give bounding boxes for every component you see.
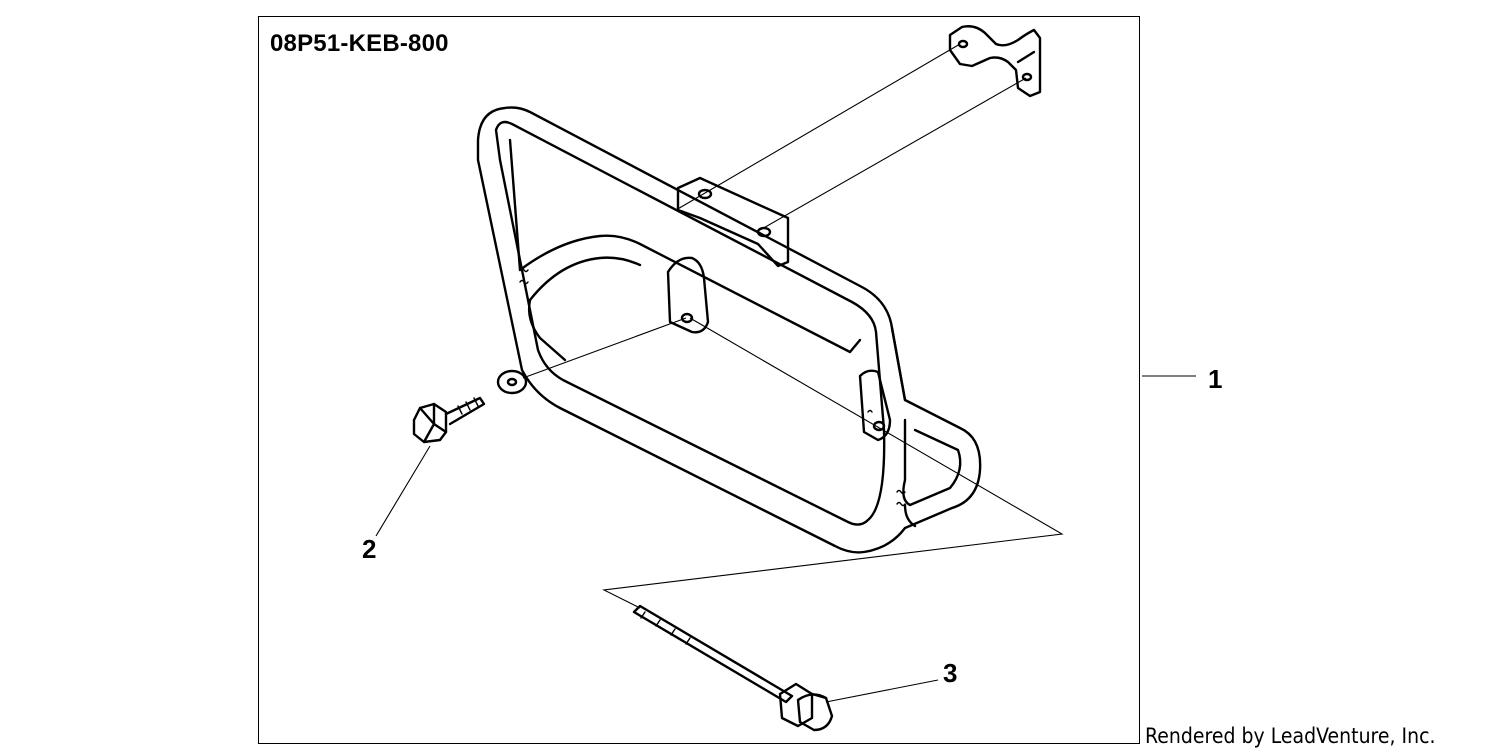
part-number-label: 08P51-KEB-800: [270, 30, 449, 57]
long-flange-bolt-part: [632, 604, 834, 732]
callout-1: 1: [1208, 364, 1223, 394]
leader-line-3: [825, 679, 939, 703]
callout-3: 3: [943, 658, 958, 688]
short-flange-bolt-part: [412, 396, 486, 444]
guard-frame-part: [476, 106, 982, 554]
callout-2: 2: [362, 534, 377, 564]
clamp-bracket-part: [948, 25, 1042, 98]
diagram-frame: [258, 16, 1140, 744]
washer-part: [496, 369, 528, 395]
assembly-line: [675, 43, 961, 211]
assembly-line: [522, 317, 687, 379]
leader-line-2: [375, 445, 431, 537]
assembly-line: [602, 317, 1064, 609]
render-credit: Rendered by LeadVenture, Inc.: [1145, 724, 1436, 748]
assembly-line: [759, 77, 1027, 231]
